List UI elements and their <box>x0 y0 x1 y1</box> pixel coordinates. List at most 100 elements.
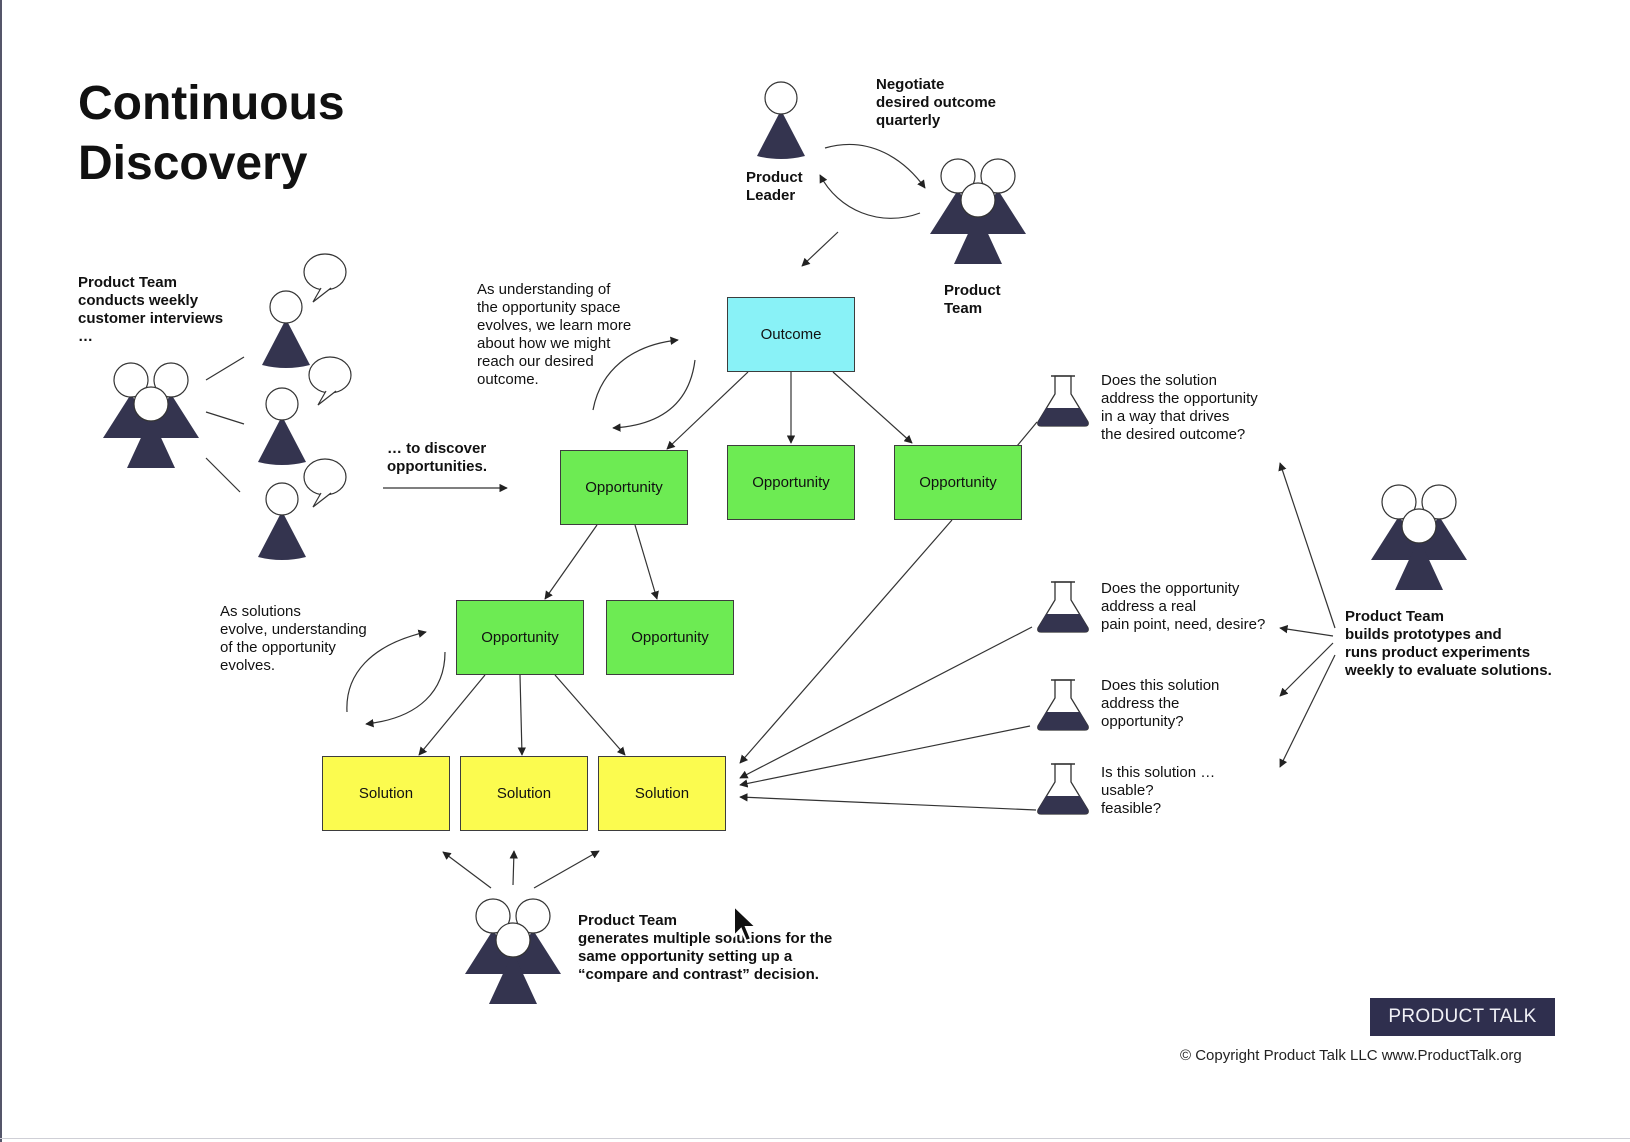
arrow-exp-q1 <box>1278 462 1336 629</box>
arrow-opp3-solutions <box>739 519 953 764</box>
note-understanding: As understanding of the opportunity spac… <box>477 281 631 389</box>
speech-bubble-icon <box>308 356 352 406</box>
arrow-understanding-up <box>592 336 679 411</box>
arrow-flask4-solutions <box>739 793 1037 811</box>
frame-edge <box>0 0 2 1142</box>
note-discover: … to discover opportunities. <box>387 440 487 476</box>
note-line: evolve, understanding <box>220 621 367 638</box>
label-product-leader: Product Leader <box>746 169 803 205</box>
team-icon <box>930 158 1026 264</box>
copyright-text: © Copyright Product Talk LLC www.Product… <box>1180 1047 1522 1064</box>
team-icon <box>465 898 561 1004</box>
note-line: evolves, we learn more <box>477 317 632 334</box>
line-interview-3 <box>205 457 241 493</box>
flask-icon <box>1037 581 1089 633</box>
note-line: generates multiple solutions for the <box>578 930 833 947</box>
note-line: Product <box>944 282 1001 299</box>
arrow-flask3-solutions <box>739 725 1031 788</box>
note-line: Leader <box>746 187 796 204</box>
flask-icon <box>1037 763 1089 815</box>
line-flask1-opp3 <box>1016 421 1038 447</box>
note-line: address the opportunity <box>1101 390 1258 407</box>
arrow-opp1-subopp1 <box>544 524 598 600</box>
note-line: Team <box>944 300 983 317</box>
note-line: same opportunity setting up a <box>578 948 793 965</box>
arrow-exp-q4 <box>1279 654 1336 768</box>
opportunity-box-3: Opportunity <box>894 445 1022 520</box>
speech-bubble-icon <box>303 458 347 508</box>
note-negotiate: Negotiate desired outcome quarterly <box>876 76 996 130</box>
note-line: Product Team <box>578 912 677 929</box>
note-line: evolves. <box>220 657 276 674</box>
note-line: customer interviews <box>78 310 224 327</box>
line-interview-2 <box>205 411 245 425</box>
note-line: Product Team <box>1345 608 1444 625</box>
note-line: Does the solution <box>1101 372 1217 389</box>
note-line: conducts weekly <box>78 292 199 309</box>
arrow-to-outcome <box>801 231 839 267</box>
arrow-solutions-down <box>365 651 446 728</box>
cursor-icon <box>733 904 759 943</box>
title-line-1: Continuous <box>78 77 345 130</box>
opportunity-box-2: Opportunity <box>727 445 855 520</box>
outcome-box: Outcome <box>727 297 855 372</box>
flask-icon <box>1037 375 1089 427</box>
page-title: Continuous Discovery <box>78 74 345 194</box>
arrow-exp-q3 <box>1279 642 1334 697</box>
solution-box-3: Solution <box>598 756 726 831</box>
arrows <box>205 143 1336 889</box>
question-4: Is this solution … usable? feasible? <box>1101 764 1215 818</box>
note-experiments: Product Team builds prototypes and runs … <box>1345 608 1552 680</box>
person-icon <box>258 387 306 465</box>
note-line: Does the opportunity <box>1101 580 1240 597</box>
note-line: about how we might <box>477 335 611 352</box>
note-line: weekly to evaluate solutions. <box>1345 662 1552 679</box>
arrow-understanding-down <box>612 359 696 432</box>
note-line: opportunities. <box>387 458 487 475</box>
note-line: the desired outcome? <box>1101 426 1246 443</box>
note-line: opportunity? <box>1101 713 1184 730</box>
note-line: in a way that drives <box>1101 408 1230 425</box>
team-icon <box>103 362 199 468</box>
product-talk-logo: PRODUCT TALK <box>1370 998 1555 1036</box>
arrow-team-to-leader <box>819 174 921 219</box>
note-interviews: Product Team conducts weekly customer in… <box>78 274 223 346</box>
person-icon <box>258 482 306 560</box>
arrow-subopp-sol3 <box>554 674 626 756</box>
note-line: feasible? <box>1101 800 1162 817</box>
note-line: … to discover <box>387 440 487 457</box>
arrow-solutions-up <box>346 629 427 713</box>
note-line: Is this solution … <box>1101 764 1216 781</box>
question-1: Does the solution address the opportunit… <box>1101 372 1258 444</box>
arrow-generate-sol1 <box>442 851 492 889</box>
solution-box-2: Solution <box>460 756 588 831</box>
note-line: Product Team <box>78 274 177 291</box>
note-line: desired outcome <box>876 94 997 111</box>
arrow-generate-sol3 <box>533 850 600 889</box>
flask-icon <box>1037 679 1089 731</box>
note-line: address the <box>1101 695 1180 712</box>
note-line: pain point, need, desire? <box>1101 616 1266 633</box>
question-3: Does this solution address the opportuni… <box>1101 677 1219 731</box>
question-2: Does the opportunity address a real pain… <box>1101 580 1265 634</box>
note-line: … <box>78 328 93 345</box>
line-interview-1 <box>205 356 245 381</box>
note-line: reach our desired <box>477 353 594 370</box>
note-line: Product <box>746 169 803 186</box>
note-line: As understanding of <box>477 281 611 298</box>
label-product-team-top: Product Team <box>944 282 1001 318</box>
arrow-leader-to-team <box>824 143 926 189</box>
note-line: “compare and contrast” decision. <box>578 966 819 983</box>
arrow-flask2-solutions <box>739 626 1033 779</box>
arrow-subopp-sol2 <box>517 674 527 756</box>
note-line: address a real <box>1101 598 1197 615</box>
arrow-outcome-opp3 <box>832 371 913 444</box>
note-line: Negotiate <box>876 76 945 93</box>
note-line: builds prototypes and <box>1345 626 1502 643</box>
arrow-outcome-opp1 <box>666 371 749 450</box>
note-line: outcome. <box>477 371 539 388</box>
note-line: As solutions <box>220 603 301 620</box>
person-icon <box>262 290 310 368</box>
arrow-opp1-subopp2 <box>634 524 659 600</box>
